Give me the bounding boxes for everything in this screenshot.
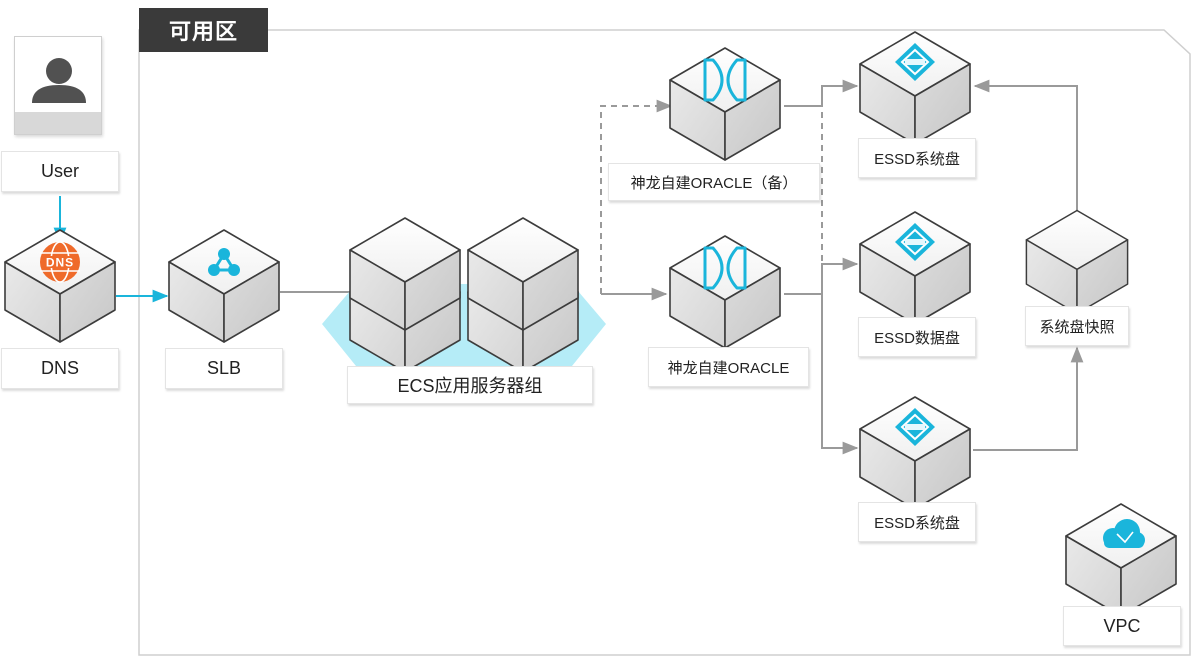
standby-to-essd-system-arrow (784, 79, 859, 107)
dns-node[interactable]: DNS (4, 229, 116, 343)
user-card-band (15, 112, 101, 134)
snapshot-to-essd-arrow (973, 79, 1078, 218)
dns-globe-icon: DNS (40, 241, 80, 283)
cloud-disk-icon (895, 408, 935, 446)
dns-label: DNS (1, 348, 119, 389)
oracle-primary-node[interactable] (669, 235, 781, 349)
oracle-standby-label: 神龙自建ORACLE（备） (608, 163, 820, 201)
slb-label: SLB (165, 348, 283, 389)
essd-to-snapshot-arrow (973, 346, 1084, 451)
availability-zone-border (138, 29, 1191, 656)
cloud-icon (1103, 519, 1145, 548)
oracle-database-icon (703, 58, 747, 102)
oracle-to-essd-data-arrow (784, 257, 859, 295)
oracle-primary-label: 神龙自建ORACLE (648, 347, 809, 387)
system-disk-snapshot-node[interactable] (1025, 209, 1129, 315)
ecs-server-group[interactable] (322, 217, 606, 373)
user-label: User (1, 151, 119, 192)
load-balancer-icon (208, 248, 240, 276)
essd-system-top-label: ESSD系统盘 (858, 138, 976, 178)
ecs-group-label: ECS应用服务器组 (347, 366, 593, 404)
cloud-disk-icon (895, 43, 935, 81)
essd-system-bottom-label: ESSD系统盘 (858, 502, 976, 542)
essd-data-disk-node[interactable] (859, 211, 971, 325)
essd-system-disk-top-node[interactable] (859, 31, 971, 145)
user-avatar-icon (32, 58, 86, 103)
snapshot-label: 系统盘快照 (1025, 306, 1129, 346)
oracle-standby-node[interactable] (669, 47, 781, 161)
dns-icon-text: DNS (46, 256, 74, 270)
essd-data-label: ESSD数据盘 (858, 317, 976, 357)
connectors (53, 79, 1084, 455)
standby-dashed-link (600, 99, 673, 294)
cloud-disk-icon (895, 223, 935, 261)
oracle-to-essd-system-arrow (821, 294, 859, 455)
user-node[interactable] (14, 36, 102, 135)
slb-node[interactable] (168, 229, 280, 343)
availability-zone-title: 可用区 (139, 8, 268, 52)
oracle-database-icon (703, 246, 747, 290)
vpc-node[interactable] (1065, 503, 1177, 617)
vpc-label: VPC (1063, 606, 1181, 646)
essd-system-disk-bottom-node[interactable] (859, 396, 971, 510)
